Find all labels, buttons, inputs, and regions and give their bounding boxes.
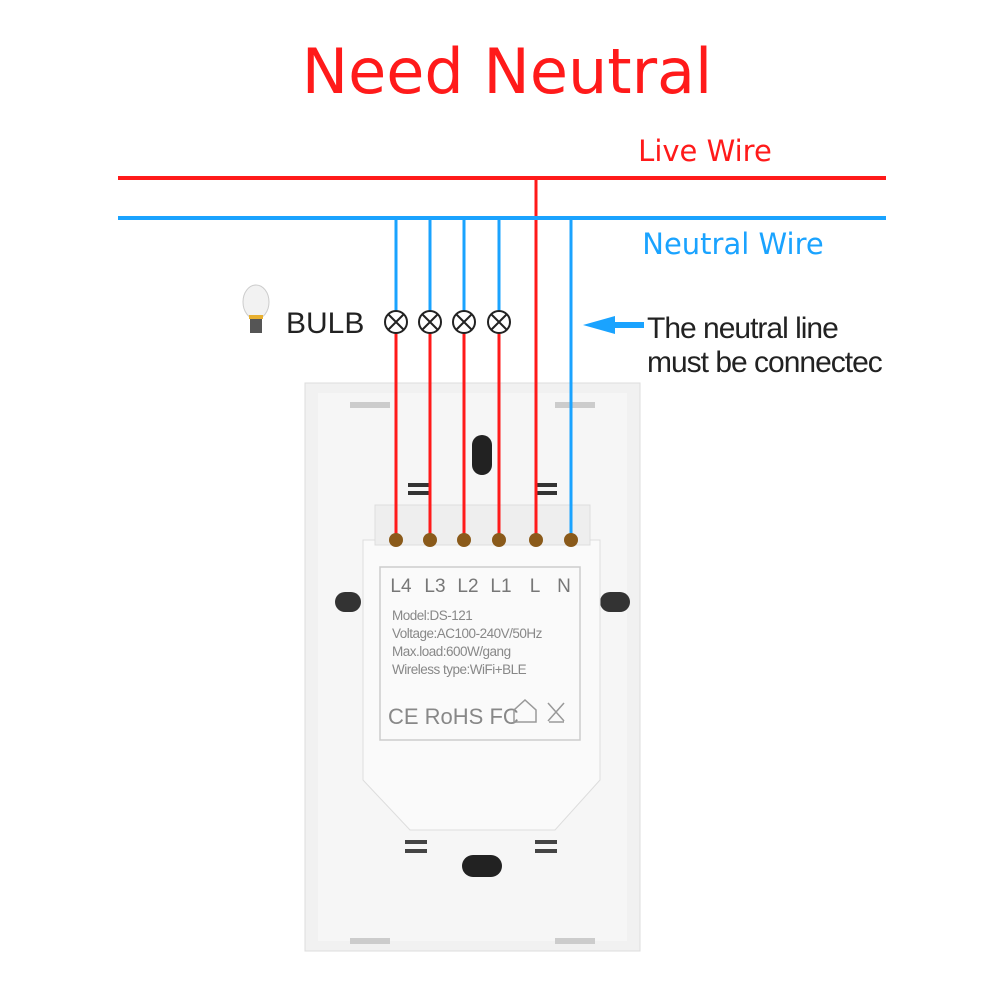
- spec-voltage: Voltage:AC100-240V/50Hz: [392, 626, 543, 641]
- weee-bin-icon: [547, 702, 565, 723]
- terminal-label: L2: [457, 576, 478, 597]
- house-icon: [513, 698, 537, 723]
- arrow-left-icon: [583, 316, 644, 334]
- lamp-symbols: [384, 310, 511, 334]
- spec-model: Model:DS-121: [392, 608, 472, 623]
- diagram-title: Need Neutral: [302, 35, 713, 108]
- terminal-label: L4: [390, 576, 412, 597]
- note-line-1: The neutral line: [647, 312, 838, 345]
- live-wire-label: Live Wire: [638, 134, 772, 168]
- neutral-wire-line: [118, 216, 886, 540]
- spec-lines: Model:DS-121 Voltage:AC100-240V/50Hz Max…: [392, 608, 543, 677]
- bulb-icon: [242, 284, 270, 333]
- bulb-label: BULB: [286, 307, 364, 340]
- relay-module: [362, 504, 601, 831]
- neutral-wire-label: Neutral Wire: [642, 227, 823, 261]
- terminal-label: L1: [490, 576, 511, 597]
- terminal-label: L3: [424, 576, 445, 597]
- note-line-2: must be connectec: [647, 346, 883, 379]
- certification-marks: CE RoHS FC: [388, 704, 519, 729]
- terminal-screws: [389, 533, 578, 547]
- load-wires: [394, 218, 501, 540]
- spec-wireless: Wireless type:WiFi+BLE: [392, 662, 527, 677]
- terminal-label: L: [530, 576, 541, 597]
- terminal-labels: L4 L3 L2 L1 L N: [390, 576, 570, 597]
- spec-max-load: Max.load:600W/gang: [392, 644, 511, 659]
- terminal-label: N: [557, 576, 571, 597]
- live-wire-line: [118, 176, 886, 540]
